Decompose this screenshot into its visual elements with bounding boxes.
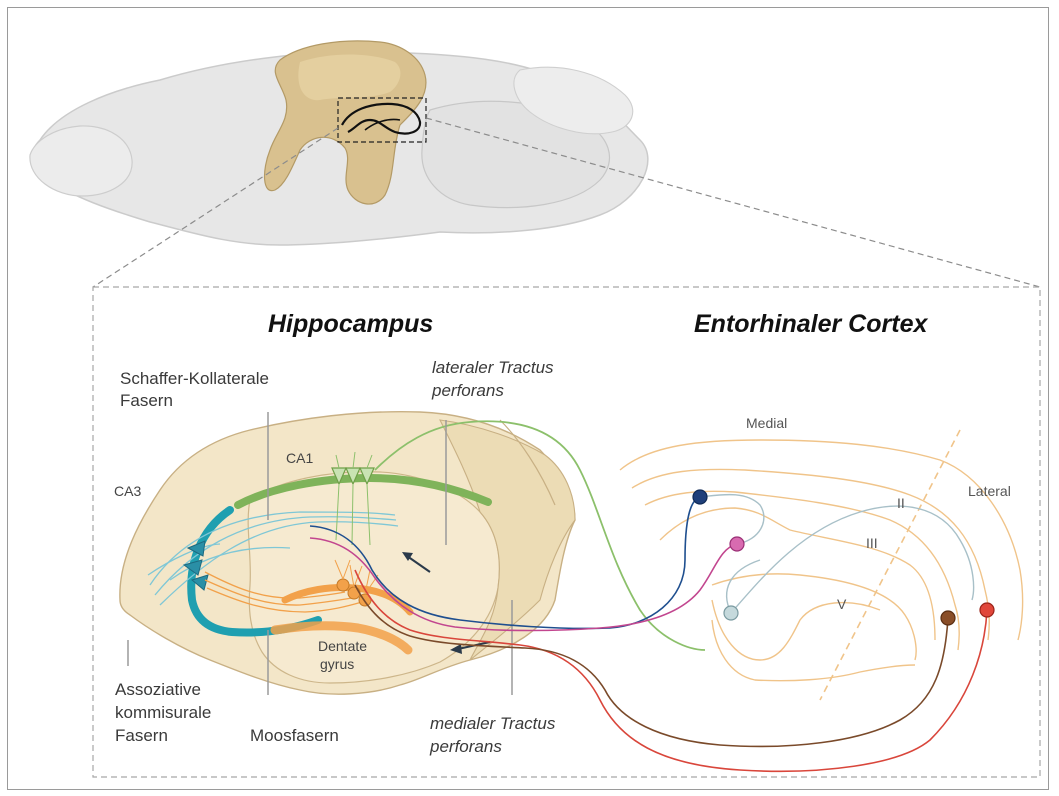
granule-cell bbox=[348, 587, 360, 599]
label-mossy: Moosfasern bbox=[250, 726, 339, 745]
granule-cell bbox=[337, 579, 349, 591]
brain-3d bbox=[30, 41, 648, 245]
neuron-pink bbox=[730, 537, 744, 551]
label-mpp-2: perforans bbox=[429, 737, 502, 756]
label-assoc-3: Fasern bbox=[115, 726, 168, 745]
label-lateral: Lateral bbox=[968, 483, 1011, 499]
cortex-outer-contour bbox=[620, 440, 1023, 640]
label-mpp-1: medialer Tractus bbox=[430, 714, 556, 733]
label-schaffer-1: Schaffer-Kollaterale bbox=[120, 369, 269, 388]
ca1-cells bbox=[332, 468, 374, 484]
neuron-brown bbox=[941, 611, 955, 625]
label-assoc-1: Assoziative bbox=[115, 680, 201, 699]
label-dentate-2: gyrus bbox=[320, 656, 354, 672]
label-schaffer-2: Fasern bbox=[120, 391, 173, 410]
title-hippocampus: Hippocampus bbox=[268, 310, 433, 338]
label-layer-v: V bbox=[837, 596, 847, 612]
brain-front-lobe bbox=[30, 126, 132, 196]
label-ca1: CA1 bbox=[286, 450, 313, 466]
layer-ii-fiber bbox=[700, 495, 764, 544]
label-assoc-2: kommisurale bbox=[115, 703, 211, 722]
neuron-blue bbox=[693, 490, 707, 504]
label-layer-ii: II bbox=[897, 495, 905, 511]
label-medial: Medial bbox=[746, 415, 787, 431]
label-layer-iii: III bbox=[866, 535, 878, 551]
label-ca3: CA3 bbox=[114, 483, 141, 499]
layer-iii-fiber bbox=[731, 506, 974, 613]
label-lpp-1: lateraler Tractus bbox=[432, 358, 554, 377]
title-entorhinal-cortex: Entorhinaler Cortex bbox=[694, 310, 928, 338]
cortex-contour bbox=[645, 491, 959, 650]
label-dentate-1: Dentate bbox=[318, 638, 367, 654]
label-lpp-2: perforans bbox=[431, 381, 504, 400]
neuron-pale bbox=[724, 606, 738, 620]
cortex-inner-curve bbox=[712, 620, 915, 681]
neuron-red bbox=[980, 603, 994, 617]
cortex-contour bbox=[712, 574, 916, 660]
cortex-contour bbox=[660, 508, 935, 640]
hippocampus-3d-shade bbox=[298, 55, 400, 101]
